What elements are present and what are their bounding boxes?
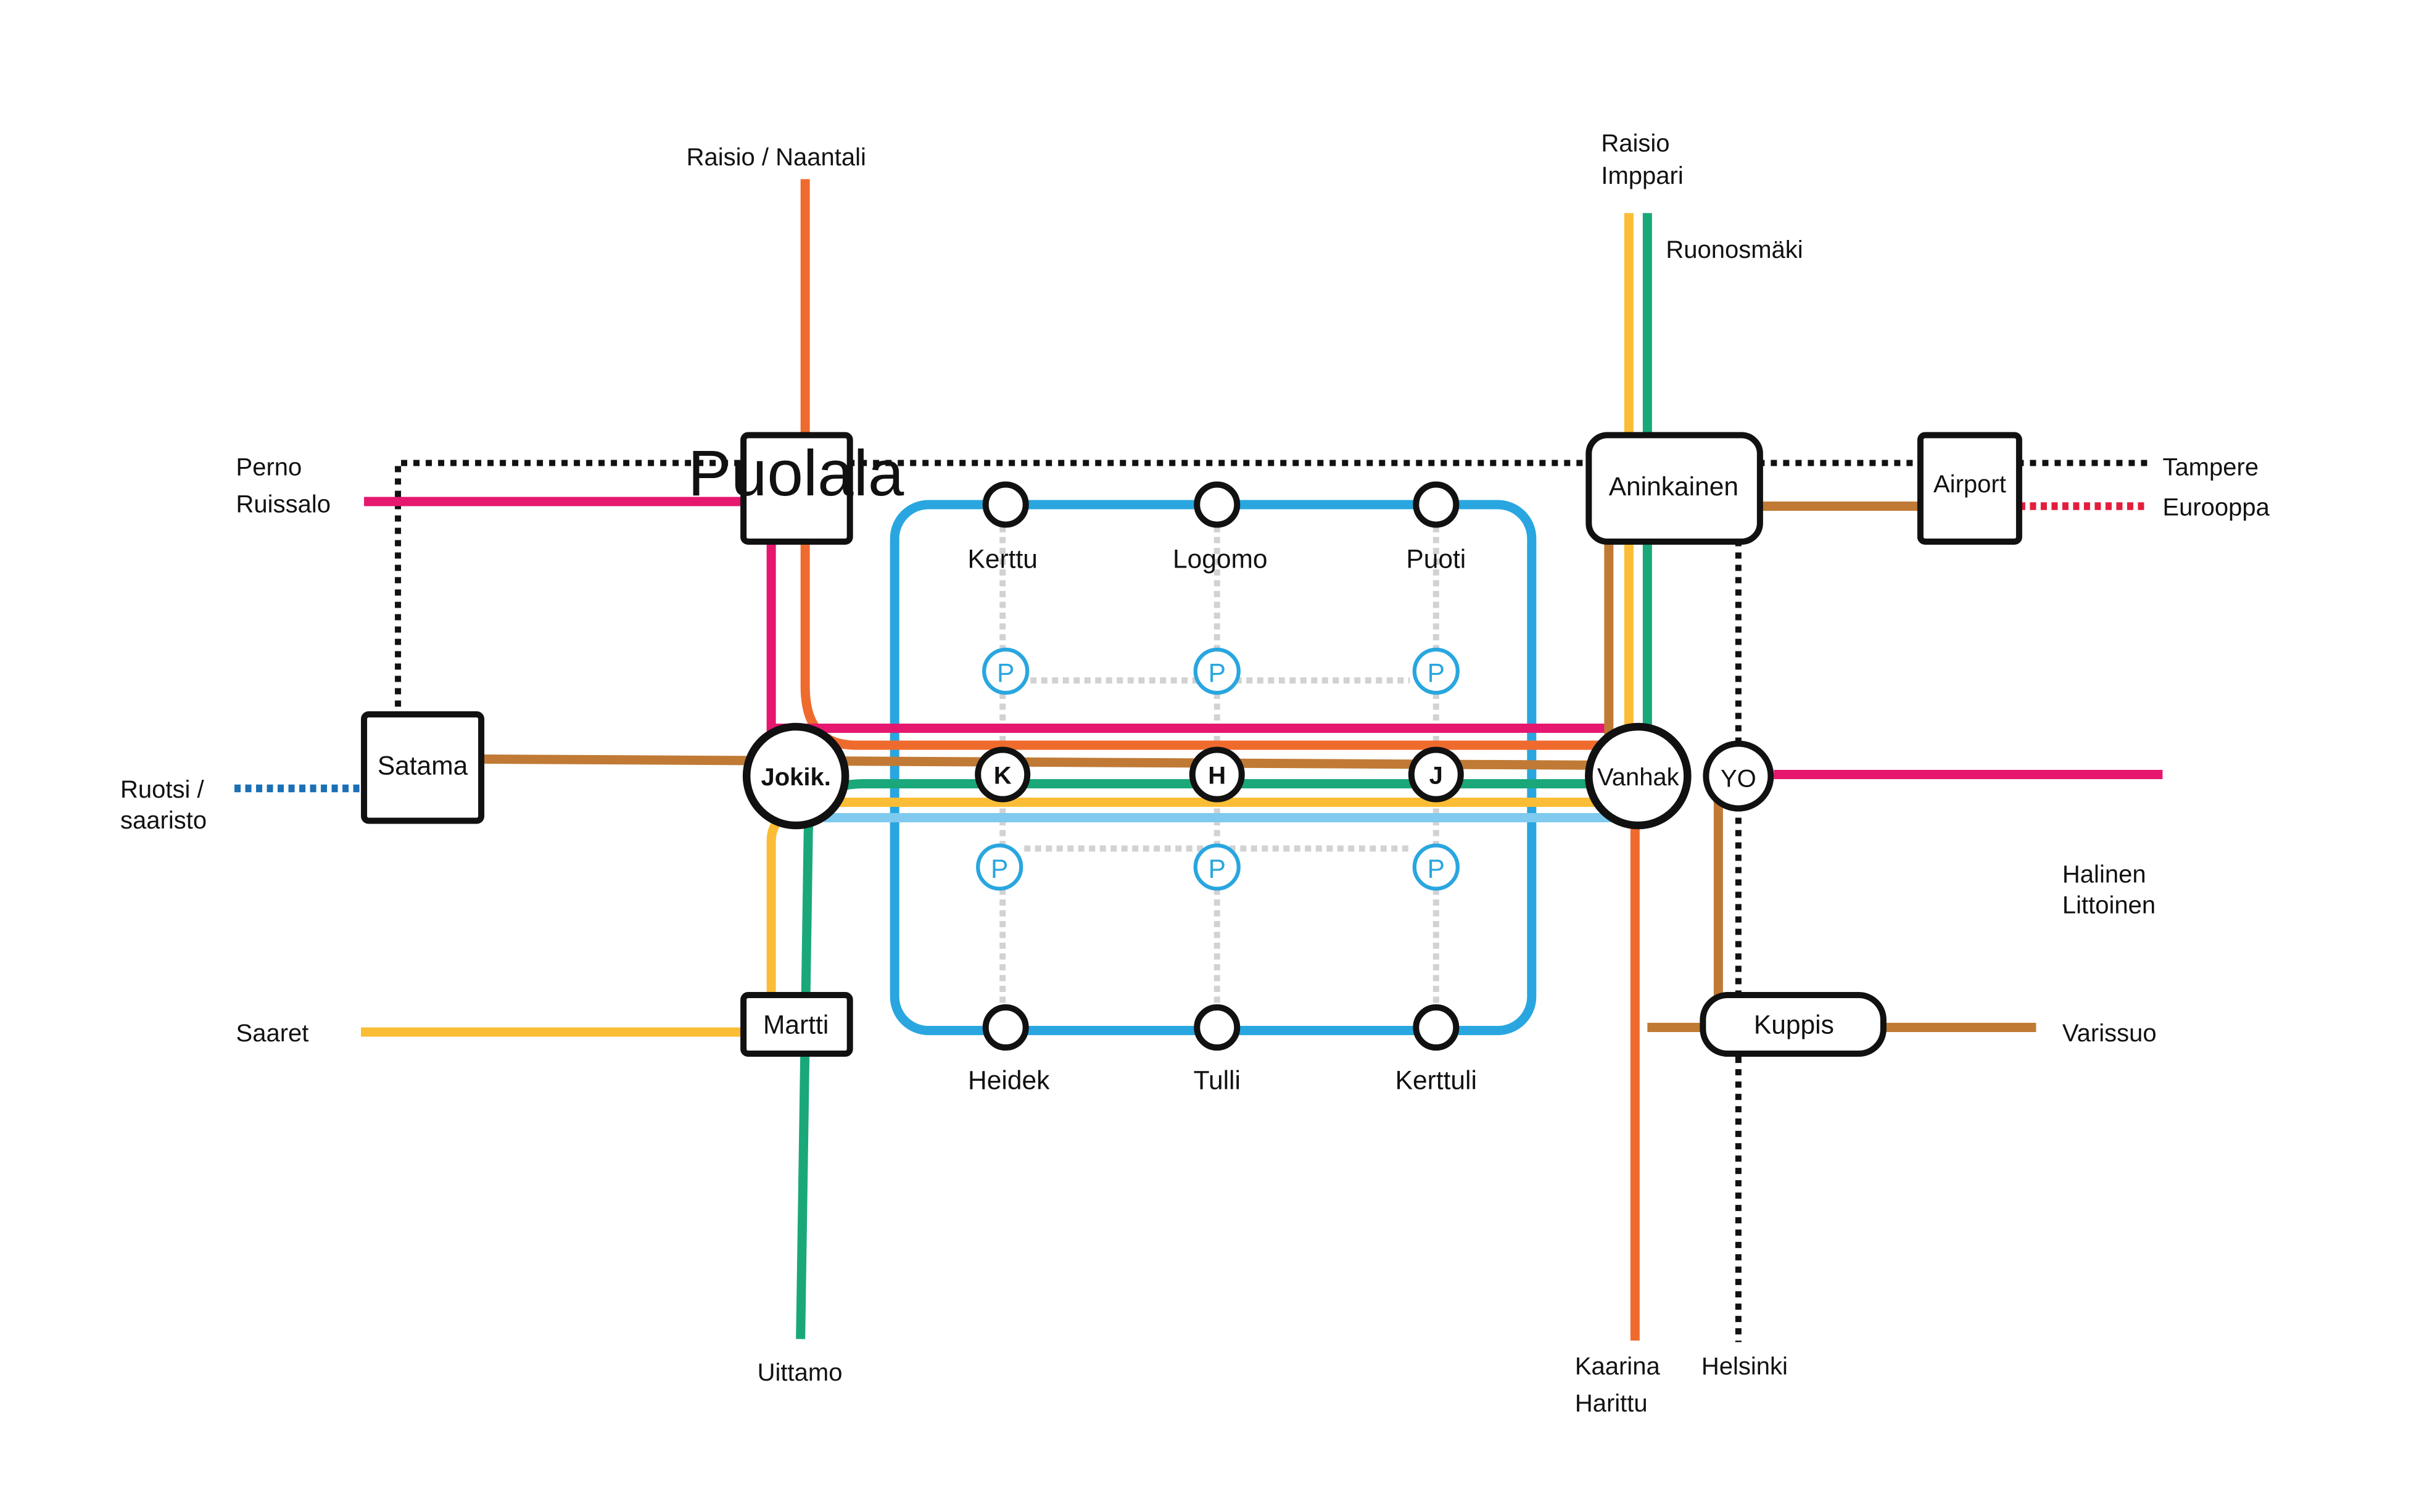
brown-line: [481, 501, 2036, 1033]
svg-text:P: P: [1428, 659, 1445, 688]
svg-text:Kuppis: Kuppis: [1754, 1011, 1834, 1040]
label-ruissalo: Ruissalo: [236, 490, 331, 518]
station-kuppis[interactable]: Kuppis: [1700, 992, 1887, 1057]
stop-logomo[interactable]: Logomo: [1173, 481, 1268, 574]
station-airport[interactable]: Airport: [1917, 432, 2022, 545]
pink-line: [364, 497, 2163, 780]
svg-text:Tulli: Tulli: [1194, 1067, 1241, 1096]
svg-text:P: P: [1209, 855, 1226, 884]
stop-puoti[interactable]: Puoti: [1406, 481, 1466, 574]
label-imppari: Imppari: [1601, 162, 1683, 189]
yellow-line: [361, 213, 1634, 1037]
svg-text:Logomo: Logomo: [1173, 545, 1268, 574]
label-raisio: Raisio: [1601, 130, 1669, 157]
stop-kerttuli[interactable]: Kerttuli: [1395, 1004, 1477, 1096]
parking-icon[interactable]: P: [1412, 843, 1460, 891]
svg-text:Satama: Satama: [378, 752, 468, 781]
label-ruonosmaki: Ruonosmäki: [1666, 236, 1803, 263]
label-helsinki: Helsinki: [1701, 1353, 1788, 1380]
label-littoinen: Littoinen: [2062, 892, 2156, 919]
parking-icon[interactable]: P: [1412, 647, 1460, 695]
label-halinen: Halinen: [2062, 861, 2146, 888]
stop-heidek[interactable]: Heidek: [968, 1004, 1050, 1096]
svg-text:Jokik.: Jokik.: [761, 764, 830, 791]
label-harittu: Harittu: [1575, 1390, 1648, 1417]
label-tampere: Tampere: [2162, 453, 2259, 481]
station-j[interactable]: J: [1408, 746, 1464, 803]
svg-text:H: H: [1208, 762, 1226, 790]
station-h[interactable]: H: [1189, 746, 1245, 803]
svg-text:Kerttu: Kerttu: [968, 545, 1038, 574]
station-jokik[interactable]: Jokik.: [742, 722, 849, 830]
label-perno: Perno: [236, 453, 302, 481]
label-uittamo: Uittamo: [758, 1359, 843, 1386]
svg-text:Puolala: Puolala: [688, 437, 904, 510]
label-eurooppa: Eurooppa: [2162, 494, 2270, 521]
stop-kerttu[interactable]: Kerttu: [968, 481, 1038, 574]
station-k[interactable]: K: [975, 746, 1031, 803]
parking-icon[interactable]: P: [982, 647, 1030, 695]
label-saaret: Saaret: [236, 1020, 309, 1047]
stop-tulli[interactable]: Tulli: [1194, 1004, 1241, 1096]
svg-text:P: P: [1209, 659, 1226, 688]
label-varissuo: Varissuo: [2062, 1020, 2157, 1047]
station-satama[interactable]: Satama: [361, 711, 485, 824]
svg-text:P: P: [991, 855, 1008, 884]
svg-text:Martti: Martti: [763, 1011, 829, 1040]
svg-text:Aninkainen: Aninkainen: [1609, 473, 1738, 502]
svg-text:Kerttuli: Kerttuli: [1395, 1067, 1477, 1096]
svg-text:P: P: [997, 659, 1014, 688]
label-raisio-naantali: Raisio / Naantali: [687, 144, 866, 171]
parking-icon[interactable]: P: [1193, 843, 1241, 891]
parking-icon[interactable]: P: [976, 843, 1023, 891]
rail-line: [395, 460, 2147, 1342]
station-yo[interactable]: YO: [1703, 740, 1774, 812]
station-puolala[interactable]: Puolala: [688, 432, 904, 545]
svg-text:P: P: [1428, 855, 1445, 884]
svg-text:Puoti: Puoti: [1406, 545, 1466, 574]
parking-icon[interactable]: P: [1193, 647, 1241, 695]
station-aninkainen[interactable]: Aninkainen: [1585, 432, 1763, 545]
station-martti[interactable]: Martti: [740, 992, 853, 1057]
svg-text:Heidek: Heidek: [968, 1067, 1050, 1096]
station-vanhak[interactable]: Vanhak: [1585, 722, 1692, 830]
label-saaristo: saaristo: [120, 807, 207, 834]
label-kaarina: Kaarina: [1575, 1353, 1661, 1380]
label-ruotsi: Ruotsi /: [120, 776, 204, 803]
svg-text:J: J: [1429, 762, 1443, 790]
svg-text:YO: YO: [1721, 766, 1756, 793]
svg-text:Vanhak: Vanhak: [1597, 764, 1680, 791]
svg-text:K: K: [994, 762, 1012, 790]
svg-text:Airport: Airport: [1933, 471, 2006, 498]
destination-labels: Raisio / Naantali Raisio Imppari Ruonosm…: [120, 130, 2270, 1417]
